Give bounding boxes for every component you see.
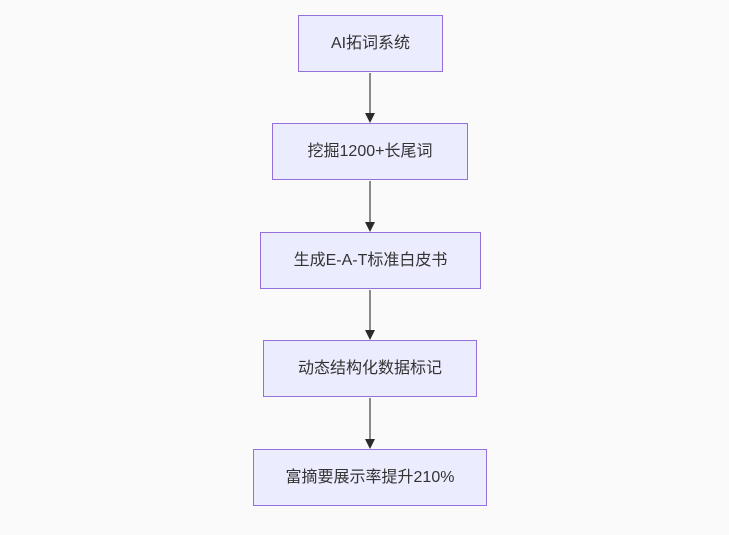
flow-arrow-4-head [365, 439, 375, 449]
flow-node-5-label: 富摘要展示率提升210% [285, 468, 455, 486]
flow-node-3: 生成E-A-T标准白皮书 [260, 232, 481, 289]
flow-arrow-3 [364, 290, 376, 340]
flow-arrow-4-line [369, 398, 371, 441]
flow-arrow-1 [364, 73, 376, 123]
flow-node-3-label: 生成E-A-T标准白皮书 [293, 251, 448, 269]
flow-node-2: 挖掘1200+长尾词 [272, 123, 468, 180]
flow-node-2-label: 挖掘1200+长尾词 [307, 142, 433, 160]
flow-arrow-1-head [365, 113, 375, 123]
flow-node-5: 富摘要展示率提升210% [253, 449, 487, 506]
flow-arrow-3-head [365, 330, 375, 340]
flow-node-1: AI拓词系统 [298, 15, 443, 72]
flow-arrow-2-head [365, 222, 375, 232]
flow-arrow-2 [364, 181, 376, 232]
flow-arrow-2-line [369, 181, 371, 224]
flow-arrow-3-line [369, 290, 371, 332]
flow-arrow-1-line [369, 73, 371, 115]
flow-node-1-label: AI拓词系统 [330, 34, 411, 52]
flow-node-4-label: 动态结构化数据标记 [297, 359, 442, 377]
flow-node-4: 动态结构化数据标记 [263, 340, 477, 397]
flow-arrow-4 [364, 398, 376, 449]
